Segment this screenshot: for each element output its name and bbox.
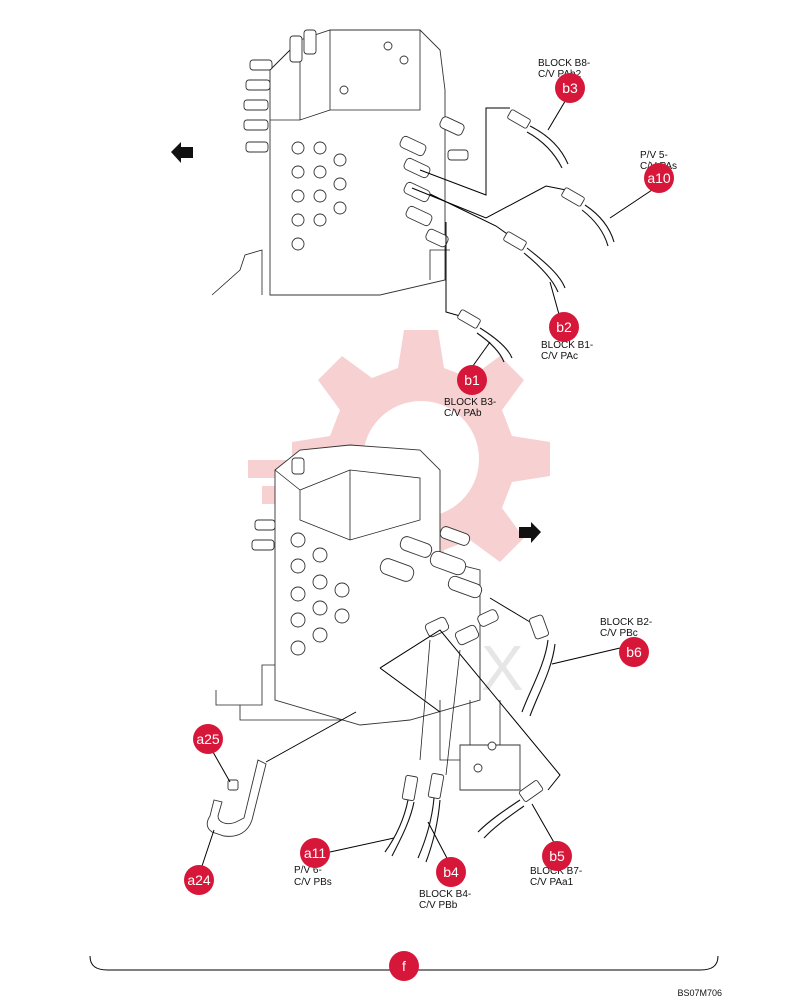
hose-a11-b4 [379,629,561,863]
label-b2-line1: BLOCK B1- [541,340,593,351]
callout-badge-b5: b5 [542,841,572,871]
callout-badge-b3: b3 [555,73,585,103]
hose-b3 [419,107,569,196]
callout-badge-a11: a11 [300,838,330,868]
arrow-left-icon [171,142,193,163]
callout-badge-a24: a24 [184,865,214,895]
label-b4-line2: C/V PBb [419,900,458,911]
label-b3-line2: C/V PAb2 [538,69,582,80]
svg-text:b6: b6 [626,644,642,660]
group-brace [89,955,719,971]
label-a11-line2: C/V PBs [294,877,332,888]
label-b1-line2: C/V PAb [444,408,482,419]
svg-text:a11: a11 [304,845,327,861]
label-b5-line2: C/V PAa1 [530,877,574,888]
label-b5-line1: BLOCK B7- [530,866,582,877]
upper-control-valve-drawing [211,29,469,296]
label-b3-line1: BLOCK B8- [538,58,590,69]
callout-badge-b2: b2 [549,312,579,342]
hose-b6 [489,597,556,717]
label-b6-line1: BLOCK B2- [600,617,652,628]
svg-text:b4: b4 [443,864,459,880]
bracket-a24 [206,711,357,837]
label-b1-line1: BLOCK B3- [444,397,496,408]
svg-text:a25: a25 [196,731,220,747]
callout-badge-a25: a25 [193,724,223,754]
svg-text:a10: a10 [647,170,671,186]
callout-badge-a10: a10 [644,163,674,193]
badge-leaders [201,97,656,867]
callout-badge-f: f [389,951,419,981]
hose-b5 [477,780,544,839]
svg-text:b3: b3 [562,80,578,96]
svg-text:b2: b2 [556,319,572,335]
callout-badge-b1: b1 [457,365,487,395]
svg-text:b5: b5 [549,848,565,864]
label-b4-line1: BLOCK B4- [419,889,471,900]
hose-b1 [445,222,513,363]
svg-text:f: f [402,958,406,974]
callout-badge-b6: b6 [619,637,649,667]
figure-code: BS07M706 [677,988,722,998]
callout-badge-b4: b4 [436,857,466,887]
callout-badges: b3 a10 b2 b1 b6 a25 a24 a11 [184,73,674,981]
callout-labels: BLOCK B8- C/V PAb2 P/V 5- C/V PAs BLOCK … [294,58,677,911]
svg-text:b1: b1 [464,372,480,388]
label-b2-line2: C/V PAc [541,351,578,362]
svg-text:a24: a24 [187,872,211,888]
label-b6-line2: C/V PBc [600,628,638,639]
label-a10-line1: P/V 5- [640,150,668,161]
arrow-right-icon [519,522,541,543]
hose-b2 [429,193,566,293]
label-a11-line1: P/V 6- [294,865,322,876]
